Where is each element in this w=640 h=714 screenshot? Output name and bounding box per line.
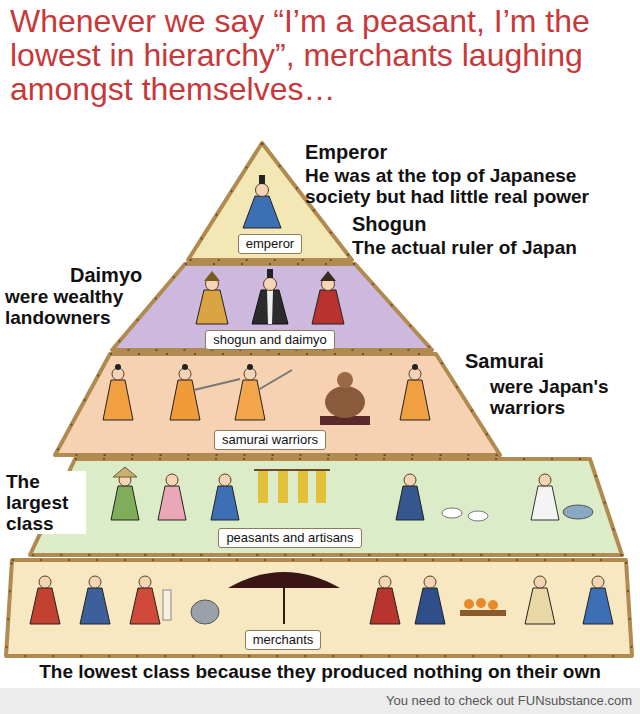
figure-head [256,184,269,197]
figure-head [166,474,178,486]
cloth-strip [316,471,326,503]
figure-head [379,576,391,588]
figure-collar [267,290,273,324]
text-holder: The actual ruler of Japan [352,237,577,258]
bamboo-joints [30,459,622,555]
bamboo-joints [6,560,632,656]
tier-heading: Daimyo [70,264,142,286]
bowl [468,511,488,521]
text-holder: shogun and daimyo [205,330,334,350]
figure-head [219,474,231,486]
figure-head [139,576,151,588]
tier-caption: The lowest class because they produced n… [39,661,601,683]
drying-pole [254,469,330,471]
figure-hair [247,364,253,370]
tier-note: The largest class [4,471,86,534]
label-holder: You need to check out FUNsubstance.com [386,693,632,709]
text-holder: The lowest class because they produced n… [39,661,601,683]
tier-note: were wealthy landowners [5,286,150,328]
tier-tag: shogun and daimyo [205,330,334,350]
tier-band [112,264,432,350]
text-holder: The largest class [4,471,86,534]
figure-hair [412,364,418,370]
figure-head [424,576,436,588]
tier-band [55,354,500,455]
text-holder: were Japan's warriors [490,376,632,418]
fruit [476,598,486,608]
figure-head [89,576,101,588]
text-holder: Daimyo [70,264,142,286]
canopy-pole [283,588,285,624]
bamboo-joints [55,354,500,455]
figure-head [39,576,51,588]
figure-hat [259,175,265,184]
text-holder: samurai warriors [214,430,326,450]
tier-band [30,459,622,555]
fruit [464,599,474,609]
fruit [488,600,498,610]
tier-band [6,560,632,656]
figure-hair [115,364,121,370]
cloth-strip [298,471,308,503]
tier-tag: peasants and artisans [218,528,361,548]
wash-tub [563,505,593,519]
bamboo-joints [112,264,432,350]
text-holder: emperor [238,234,302,254]
figure-head [539,474,551,486]
statue-head [337,372,353,388]
tier-heading: Emperor [305,141,387,163]
text-holder: Emperor [305,141,387,163]
text-holder: merchants [245,630,322,650]
tier-heading: Shogun [352,213,426,235]
tier-tag: emperor [238,234,302,254]
tier-note: He was at the top of Japanese society bu… [305,165,630,207]
title-holder: Whenever we say “I’m a peasant, I’m the … [10,4,634,106]
cloth-strip [258,471,268,503]
tier-heading: Samurai [465,350,544,372]
tier-note: were Japan's warriors [490,376,632,418]
text-holder: He was at the top of Japanese society bu… [305,165,630,207]
figure-head [592,576,604,588]
tier-tag: samurai warriors [214,430,326,450]
figure-head [404,474,416,486]
pot [191,600,219,624]
text-holder: Shogun [352,213,426,235]
goods-table [460,610,506,616]
text-holder: peasants and artisans [218,528,361,548]
pyramid-tier: Samuraiwere Japan's warriorssamurai warr… [0,354,640,455]
text-holder: Samurai [465,350,544,372]
tier-note: The actual ruler of Japan [352,237,577,258]
statue-body [325,386,365,418]
figure-head [534,576,546,588]
meme-caption: Whenever we say “I’m a peasant, I’m the … [10,4,634,106]
cloth-strip [278,471,288,503]
figure-hat [267,269,273,278]
tier-tag: merchants [245,630,322,650]
text-holder: were wealthy landowners [5,286,150,328]
watermark: You need to check out FUNsubstance.com [386,693,632,709]
scroll [163,590,171,620]
figure-hair [182,364,188,370]
figure-head [264,278,277,291]
bowl [442,508,462,518]
